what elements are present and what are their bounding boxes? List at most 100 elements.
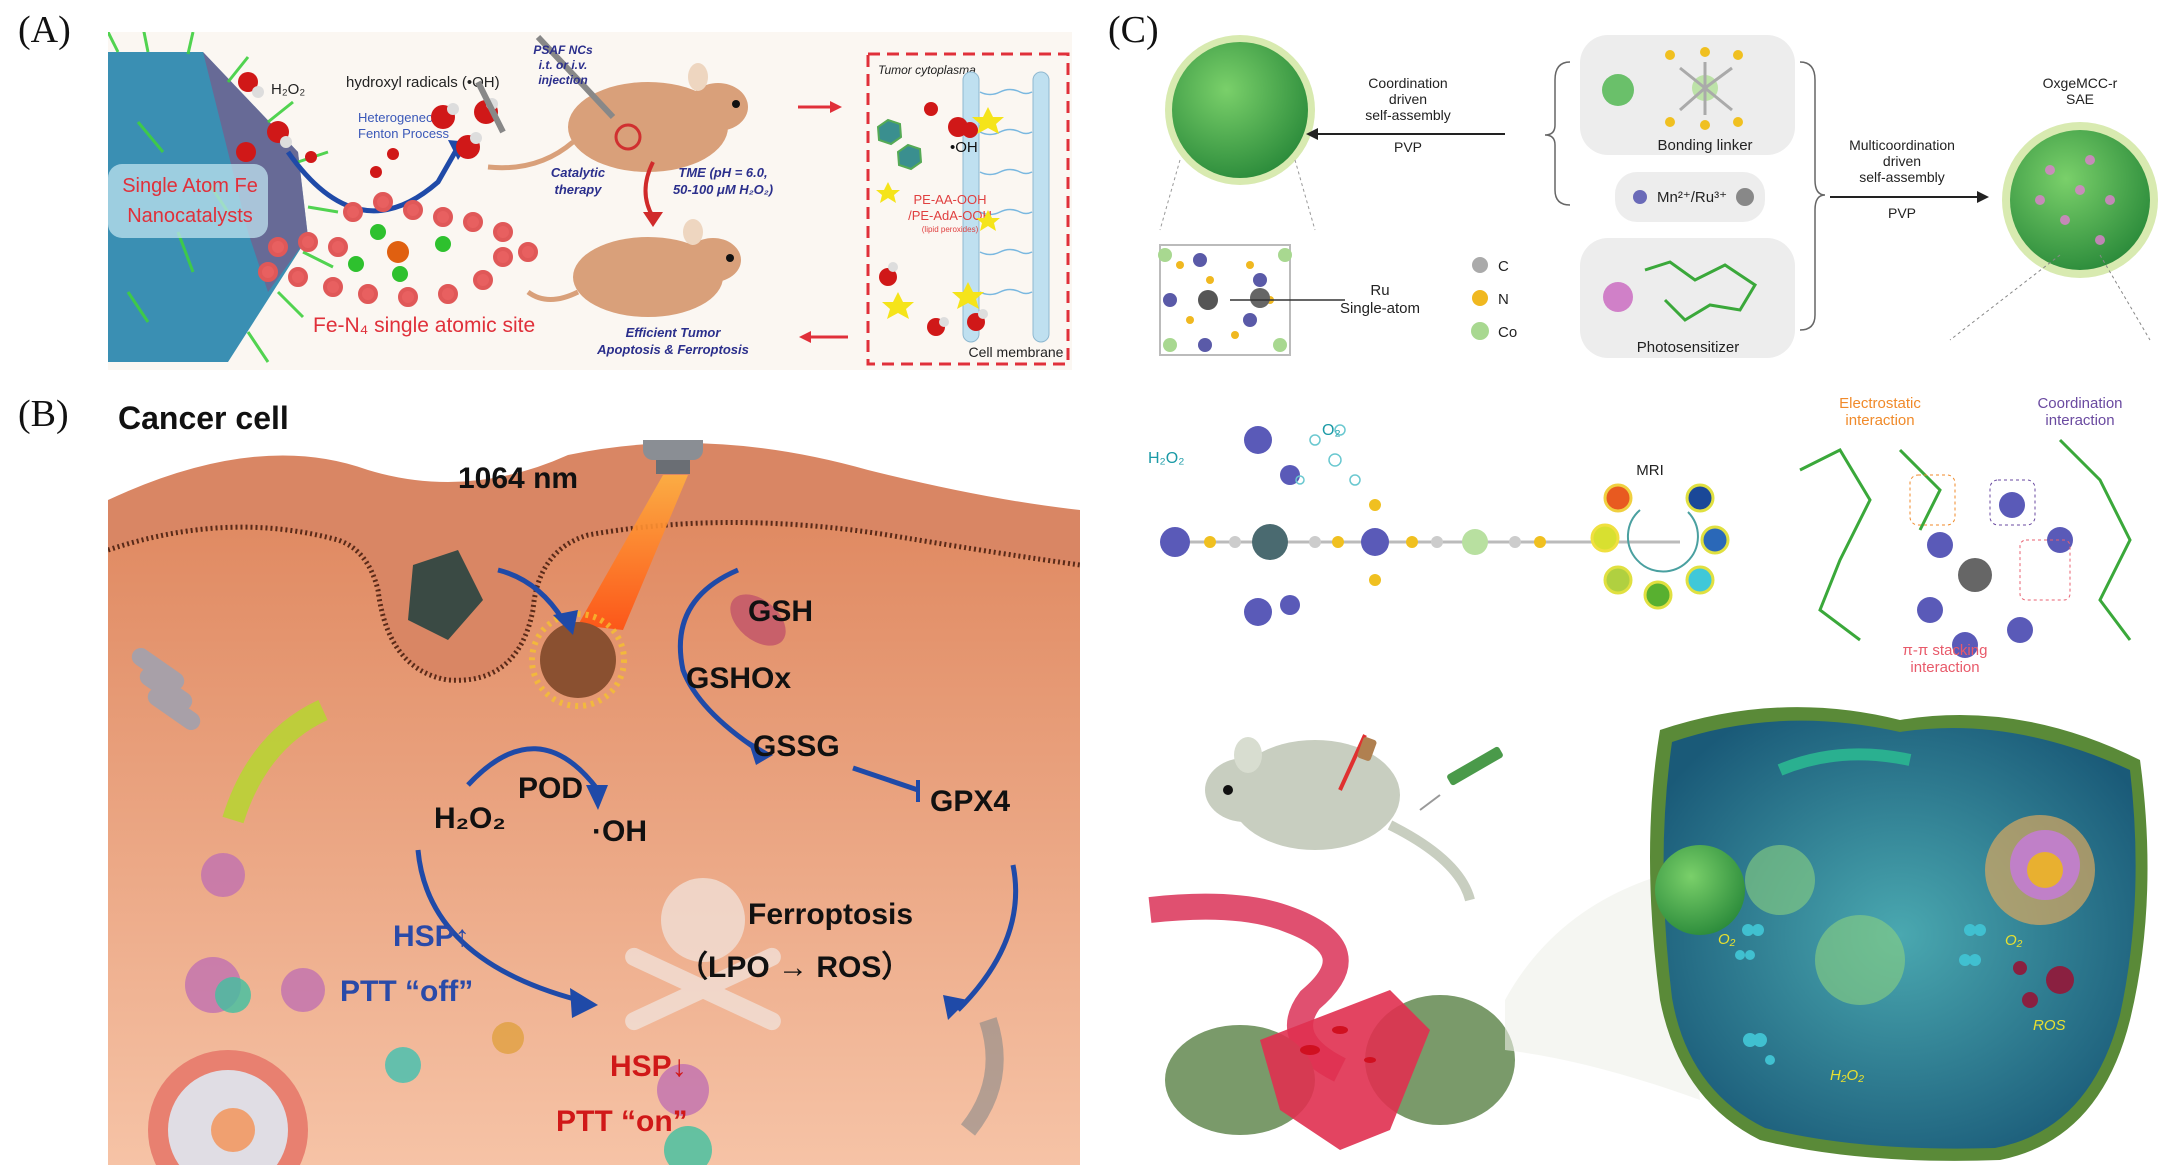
hsp-proteins [185, 853, 712, 1165]
o2-molecules [1735, 924, 1986, 1065]
mri-label: MRI [1636, 462, 1664, 479]
product-line2: SAE [2066, 91, 2094, 107]
catalytic-arrowhead [643, 212, 663, 227]
coordination-arrowhead [1306, 128, 1318, 140]
golgi-apparatus-icon [1777, 748, 1912, 776]
entering-nanoparticle [1655, 845, 1745, 935]
coordination-line1: Coordination [2037, 395, 2122, 412]
ptt-on-label: PTT “on” [556, 1105, 688, 1138]
outcome-line2: Apoptosis & Ferroptosis [596, 342, 749, 357]
cell-o2-left: O₂ [1718, 931, 1736, 948]
ferroptosis-label: Ferroptosis [748, 898, 914, 931]
injection-line2: i.t. or i.v. [539, 58, 588, 72]
therapy-line2: therapy [555, 182, 603, 197]
panel-a-label: (A) [18, 9, 71, 51]
cytoplasm [108, 522, 1080, 1165]
ru-line1: Ru [1370, 282, 1389, 299]
interaction-structure [1799, 438, 2132, 658]
multi-line2: driven [1883, 153, 1921, 169]
mouse-laser-device [1357, 737, 1377, 761]
coordination-line2: interaction [2045, 412, 2114, 429]
stacking-line1: π-π stacking [1903, 642, 1988, 659]
red-blood-cells [1300, 1026, 1376, 1063]
hydroxyl-label: hydroxyl radicals (•OH) [346, 74, 500, 91]
product-zoom-line-left [1949, 254, 2061, 341]
fe-n4-site-label: Fe-N₄ single atomic site [313, 314, 535, 337]
laser-beam [578, 475, 688, 630]
skull-crossbones-icon [625, 878, 781, 1031]
cell-membrane-bilayer [962, 71, 1050, 343]
outcome-line1: Efficient Tumor [626, 325, 722, 340]
laser-wavelength: 1064 nm [458, 462, 579, 495]
c-syringe-icon [1419, 746, 1503, 811]
peroxide-line3: (lipid peroxides) [922, 225, 979, 234]
membrane-inner-edge [108, 520, 1080, 683]
hsp-up-label: HSP↑ [393, 920, 470, 953]
multi-line3: self-assembly [1859, 169, 1945, 185]
electrostatic-line1: Electrostatic [1839, 395, 1921, 412]
pathway-arrows [415, 567, 1019, 1012]
gsh-label: GSH [748, 595, 814, 628]
cell-ros: ROS [2033, 1017, 2066, 1034]
gshox-label: GSHOx [686, 662, 792, 695]
zoom-line-right [1294, 159, 1316, 231]
cell-o2-right: O₂ [2005, 932, 2023, 949]
atom-legend [1471, 257, 1489, 340]
legend-c-marker [1472, 257, 1488, 273]
b-h2o2-label: H₂O₂ [434, 802, 506, 835]
hsp-down-label: HSP↓ [610, 1050, 687, 1083]
legend-co-marker [1471, 322, 1489, 340]
activated-nanoparticle [540, 622, 616, 698]
gpx4-label: GPX4 [930, 785, 1011, 818]
process-line1: Heterogeneous [358, 110, 447, 125]
ptt-off-label: PTT “off” [340, 975, 474, 1008]
multi-line1: Multicoordination [1849, 137, 1955, 153]
bonding-linker-marker [1602, 74, 1634, 106]
lpo-ros-label: （LPO → ROS） [678, 951, 912, 984]
legend-c: C [1498, 258, 1509, 275]
legend-n-marker [1472, 290, 1488, 306]
peroxide-line2: /PE-AdA-OOH [908, 208, 992, 223]
laser-device-icon [643, 440, 703, 474]
gssg-label: GSSG [753, 730, 840, 763]
legend-co: Co [1498, 324, 1517, 341]
nanocatalyst-label-line2: Nanocatalysts [127, 205, 253, 227]
nucleus-icon [148, 1050, 308, 1165]
right-brace [1799, 61, 1826, 331]
syringe-icon [475, 34, 616, 134]
electrostatic-line2: interaction [1845, 412, 1914, 429]
c-h2o2-label: H₂O₂ [1148, 450, 1184, 467]
golgi-icon [131, 647, 201, 731]
process-line2: Fenton Process [358, 126, 450, 141]
nucleolus-icon [2027, 852, 2063, 888]
panel-c-label: (C) [1108, 9, 1159, 51]
panel-a: Single Atom Fe Nanocatalysts H₂O₂ hydrox… [106, 26, 1072, 370]
mitochondrion-icon [730, 594, 786, 646]
endocytosed-nanoparticle [408, 550, 483, 640]
gray-mouse [1205, 737, 1475, 902]
panel-c-illustration: Ru Single-atom C N Co Coordination drive… [1148, 35, 2158, 1161]
mc-r-sphere [1172, 42, 1308, 178]
bonding-linker-label: Bonding linker [1657, 137, 1752, 154]
ros-spikes-icon [2013, 961, 2074, 1008]
cancer-cell-title: Cancer cell [118, 400, 289, 436]
legend-n: N [1498, 291, 1509, 308]
ru-lattice [1158, 244, 1292, 356]
arrowheads [553, 610, 968, 1020]
nanocatalyst-label-box [108, 164, 268, 238]
photosensitizer-molecule [1644, 260, 1758, 322]
tme-line2: 50-100 μM H₂O₂) [673, 182, 773, 197]
membrane-label: Cell membrane [969, 344, 1064, 360]
zoom-cone [1505, 870, 1700, 1100]
mouse-injected [487, 63, 748, 172]
therapy-line1: Catalytic [551, 165, 606, 180]
o2-bubbles [1295, 424, 1361, 486]
photosensitizer-label: Photosensitizer [1637, 339, 1740, 356]
lipid-tails [979, 88, 1033, 296]
fe-n4-site [258, 192, 538, 307]
fenton-arrow [285, 145, 461, 214]
mn-marker [1633, 190, 1647, 204]
heat-burst [529, 611, 627, 709]
zoom-line-left [1159, 159, 1181, 231]
injection-line1: PSAF NCs [533, 43, 593, 57]
